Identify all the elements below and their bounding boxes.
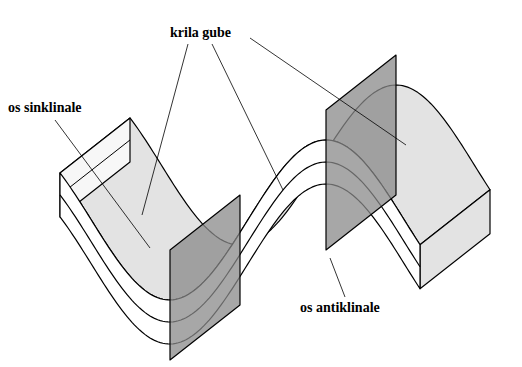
right-end-face [420, 190, 490, 289]
fold-label: krila gube [170, 25, 231, 41]
anticline-axial-plane [326, 55, 396, 250]
leader-line [55, 120, 150, 248]
leader-line [330, 258, 345, 297]
syncline-axial-plane [170, 195, 240, 360]
fold-label: os antiklinale [300, 300, 380, 316]
fold-label: os sinklinale [8, 100, 82, 116]
leader-line [212, 44, 283, 190]
leader-line [142, 44, 188, 215]
leader-line [250, 38, 406, 145]
